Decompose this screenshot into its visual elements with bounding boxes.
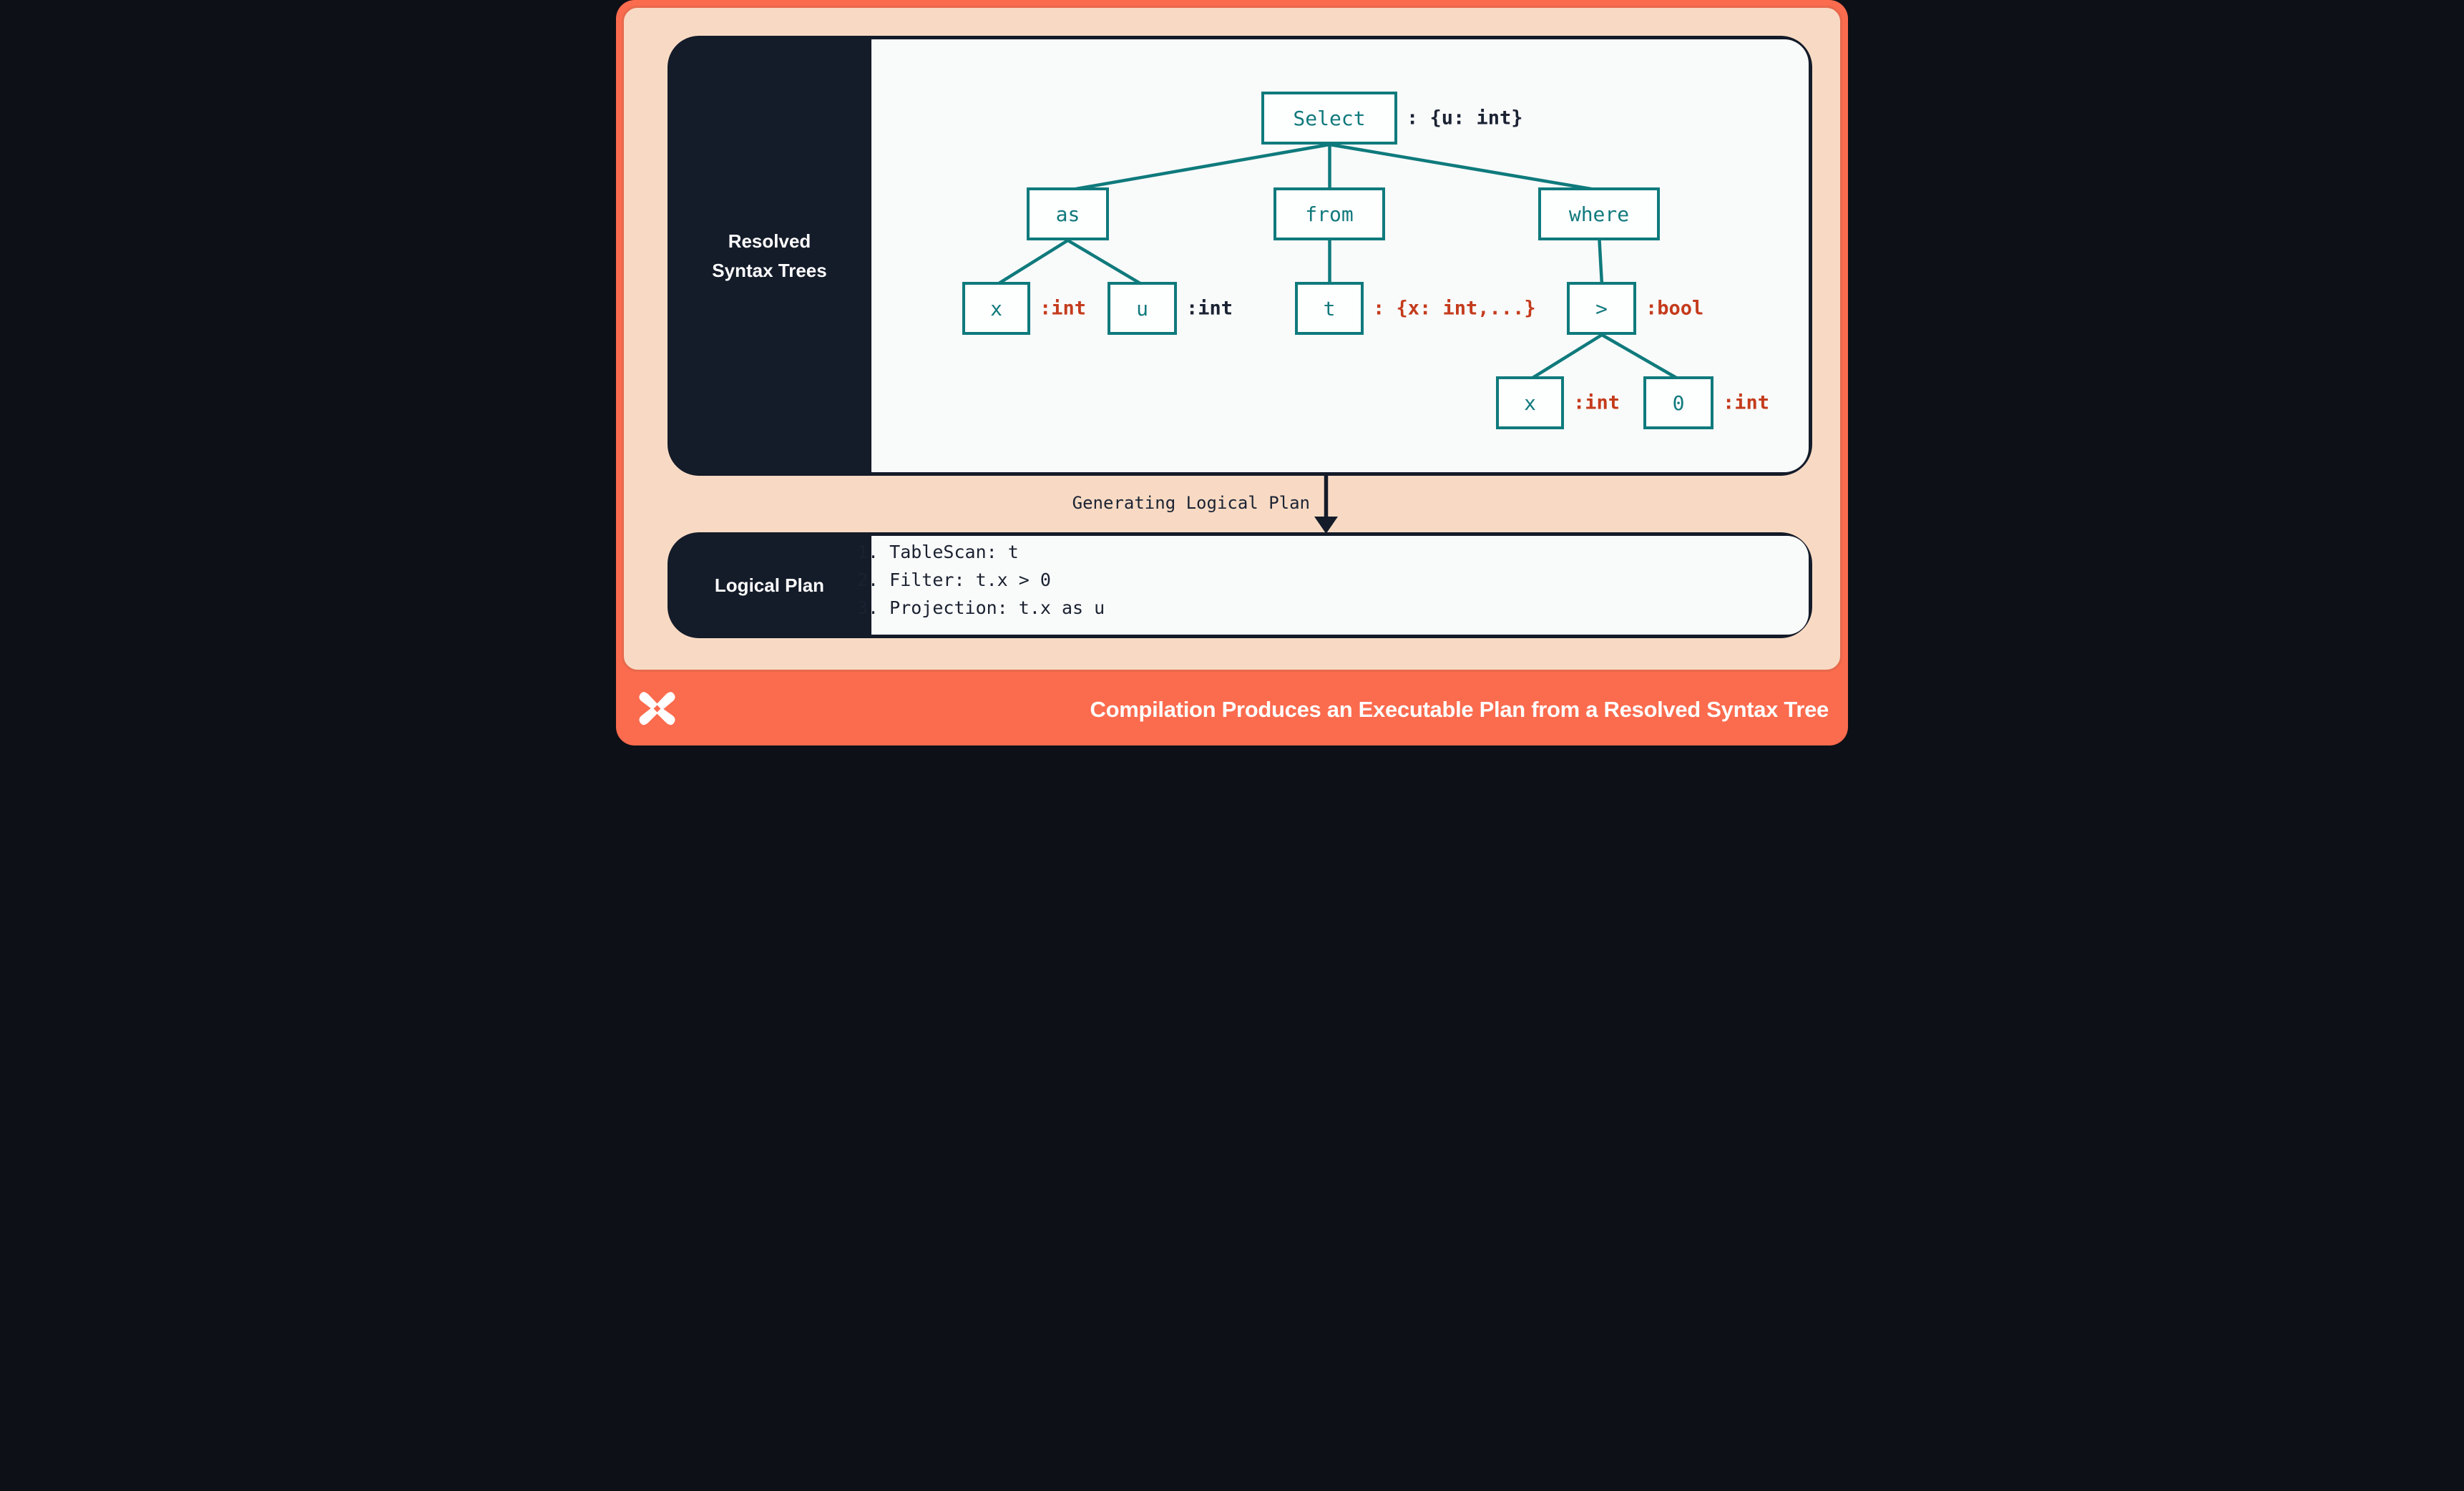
type-annotation-x-alias: :int — [1040, 297, 1087, 320]
tree-node-select: Select — [1261, 92, 1397, 145]
tree-node-t-table: t — [1295, 282, 1364, 335]
plan-step: 3. Projection: t.x as u — [857, 597, 1105, 618]
transition-label: Generating Logical Plan — [1072, 493, 1310, 513]
footer-caption: Compilation Produces an Executable Plan … — [1090, 697, 1829, 722]
panel-title-line: Resolved — [728, 230, 811, 253]
type-annotation-zero: :int — [1723, 391, 1770, 414]
panel-title-line: Syntax Trees — [712, 259, 827, 281]
tree-node-from: from — [1273, 187, 1385, 240]
type-annotation-t-table: : {x: int,...} — [1373, 297, 1536, 320]
type-annotation-x-operand: :int — [1573, 391, 1620, 414]
plan-step: 1. TableScan: t — [857, 542, 1019, 562]
type-annotation-greater-than: :bool — [1646, 297, 1704, 320]
plan-step: 2. Filter: t.x > 0 — [857, 569, 1051, 590]
logical-plan-steps: 1. TableScan: t 2. Filter: t.x > 0 3. Pr… — [857, 538, 1105, 622]
tree-node-u-alias: u — [1108, 282, 1177, 335]
plan-panel-body — [871, 536, 1809, 635]
logical-plan-panel: Logical Plan — [668, 532, 1812, 638]
tree-node-x-operand: x — [1496, 376, 1564, 429]
panel-title-resolved-syntax-trees: Resolved Syntax Trees — [668, 36, 871, 476]
tree-node-zero: 0 — [1643, 376, 1713, 429]
type-annotation-select: : {u: int} — [1407, 107, 1523, 129]
tree-edges — [995, 142, 1680, 381]
syntax-tree: Select : {u: int} as from where x :int u… — [668, 36, 1812, 476]
type-annotation-u-alias: :int — [1186, 297, 1233, 320]
infographic-canvas: Resolved Syntax Trees Select : { — [616, 0, 1848, 746]
tree-node-greater-than: > — [1567, 282, 1636, 335]
resolved-syntax-trees-panel: Resolved Syntax Trees Select : { — [668, 36, 1812, 476]
tree-node-as: as — [1027, 187, 1109, 240]
tree-node-where: where — [1538, 187, 1660, 240]
panel-title-line: Logical Plan — [714, 574, 825, 596]
dolt-x-logo-icon — [639, 692, 675, 725]
tree-node-x-alias: x — [962, 282, 1030, 335]
panel-title-logical-plan: Logical Plan — [668, 532, 871, 638]
down-arrow-icon — [1314, 474, 1338, 534]
